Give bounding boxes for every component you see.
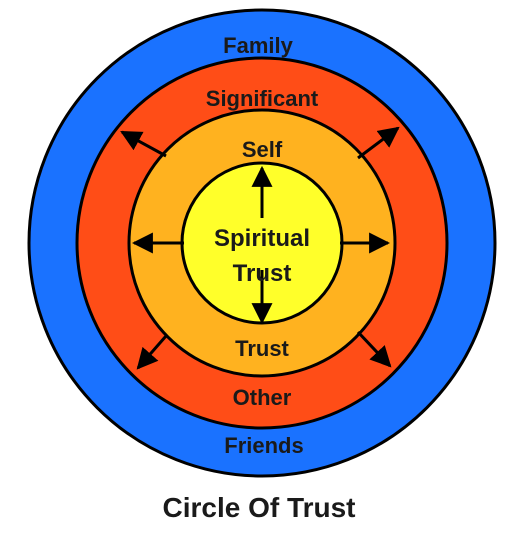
arrow-upper-left <box>120 130 167 158</box>
self-label: Self <box>242 137 283 162</box>
arrow-upper-right <box>357 126 400 160</box>
family-label: Family <box>223 33 293 58</box>
diagram-caption: Circle Of Trust <box>163 492 356 523</box>
arrow-lower-left <box>136 335 168 370</box>
trust-ring-label: Trust <box>235 336 289 361</box>
arrow-lower-right <box>356 330 392 368</box>
core-trust-label: Trust <box>233 260 292 287</box>
friends-label: Friends <box>224 433 303 458</box>
other-label: Other <box>233 385 292 410</box>
significant-label: Significant <box>206 86 319 111</box>
spiritual-label: Spiritual <box>214 225 310 252</box>
arrows <box>120 126 400 370</box>
